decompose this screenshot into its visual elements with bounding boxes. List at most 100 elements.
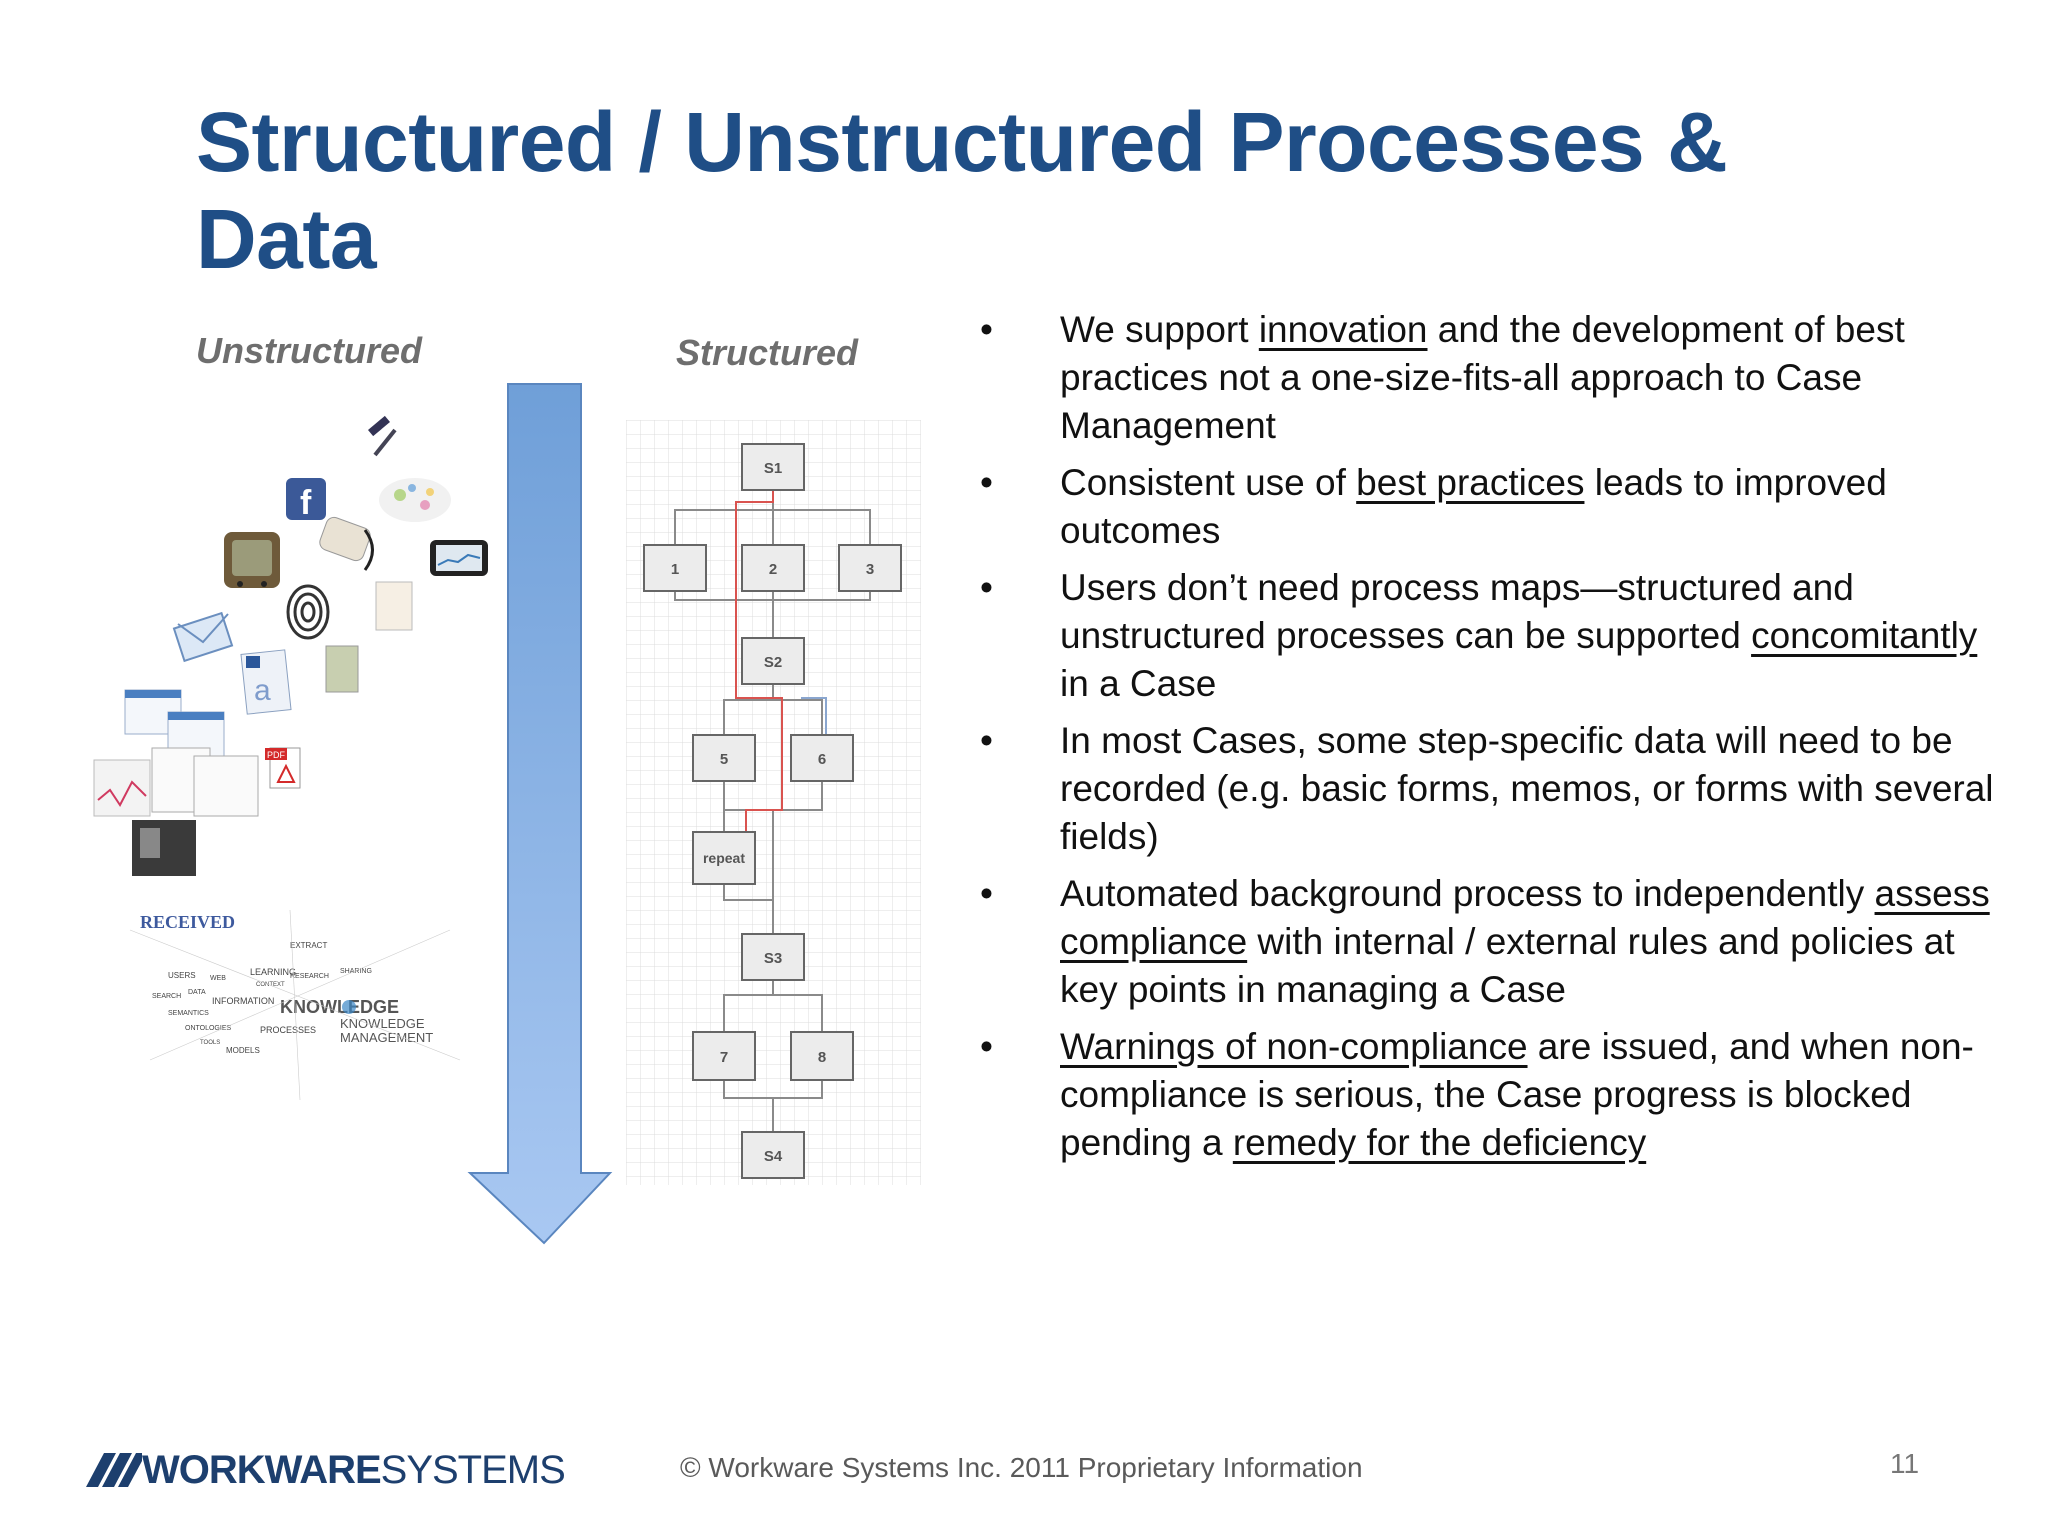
flow-node-S3: S3	[741, 933, 805, 981]
svg-text:repeat: repeat	[703, 850, 745, 866]
svg-text:f: f	[300, 484, 312, 522]
underlined-text: assess compliance	[1060, 873, 1990, 962]
bullet-text: Consistent use of	[1060, 462, 1357, 503]
bullet-marker: •	[980, 873, 993, 914]
bullet-marker: •	[980, 567, 993, 608]
bullet-marker: •	[980, 720, 993, 761]
fingerprint-icon	[286, 584, 330, 640]
svg-text:LEARNING: LEARNING	[250, 967, 296, 977]
svg-text:5: 5	[720, 751, 728, 768]
svg-text:8: 8	[818, 1049, 826, 1066]
phone-icon	[430, 540, 488, 576]
svg-text:MODELS: MODELS	[226, 1046, 260, 1055]
flow-node-8: 8	[790, 1031, 854, 1081]
bullet-item: • Consistent use of best practices leads …	[980, 459, 2010, 555]
svg-text:S4: S4	[764, 1148, 783, 1165]
chart-thumbnails	[93, 747, 259, 817]
svg-text:INFORMATION: INFORMATION	[212, 996, 274, 1006]
svg-text:ONTOLOGIES: ONTOLOGIES	[185, 1025, 231, 1032]
svg-text:KNOWLEDGE: KNOWLEDGE	[280, 997, 399, 1017]
svg-text:MANAGEMENT: MANAGEMENT	[340, 1030, 433, 1045]
svg-text:SEMANTICS: SEMANTICS	[168, 1010, 209, 1017]
svg-text:6: 6	[818, 751, 826, 768]
direction-arrow	[467, 383, 613, 1245]
unstructured-collage: f a	[93, 415, 488, 1101]
bullet-text: are issued, and when non-compliance is s…	[1060, 1026, 1974, 1163]
underlined-text: concomitantly	[1751, 615, 1978, 656]
svg-text:PROCESSES: PROCESSES	[260, 1025, 316, 1035]
svg-text:a: a	[254, 674, 271, 707]
word-cloud: KNOWLEDGE KNOWLEDGE MANAGEMENT INFORMATI…	[129, 909, 461, 1101]
tv-icon	[224, 532, 280, 588]
bullet-item: • Automated background process to indepen…	[980, 870, 2010, 1014]
flow-node-1: 1	[643, 544, 707, 592]
bullet-list: • We support innovation and the developme…	[980, 306, 2010, 1176]
svg-text:USERS: USERS	[168, 971, 196, 980]
received-stamp: RECEIVED	[140, 912, 235, 932]
bullet-item: • Warnings of non-compliance are issued, …	[980, 1023, 2010, 1167]
mindmap-thumbnail	[379, 478, 451, 522]
booklet-thumbnail	[325, 645, 359, 693]
svg-text:CONTEXT: CONTEXT	[256, 982, 285, 988]
bullet-item: • We support innovation and the developme…	[980, 306, 2010, 450]
unstructured-label: Unstructured	[196, 330, 423, 371]
flow-node-S2: S2	[741, 637, 805, 685]
bullet-text: in a Case	[1060, 663, 1217, 704]
flow-node-6: 6	[790, 734, 854, 782]
svg-text:3: 3	[866, 561, 874, 578]
flow-node-S1: S1	[741, 443, 805, 491]
underlined-text: Warnings of non-compliance	[1060, 1026, 1528, 1067]
bullet-text: Automated background process to independ…	[1060, 873, 1875, 914]
flow-node-repeat: repeat	[692, 831, 756, 885]
bullet-text: with internal / external rules and polic…	[1060, 921, 1955, 1010]
svg-text:1: 1	[671, 561, 679, 578]
envelope-icon	[172, 611, 234, 663]
bullet-text: Users don’t need process maps—structured…	[1060, 567, 1854, 656]
underlined-text: best practices	[1356, 462, 1585, 503]
screenshot-thumbnails	[124, 689, 225, 757]
svg-text:SEARCH: SEARCH	[152, 993, 181, 1000]
flow-node-7: 7	[692, 1031, 756, 1081]
bullet-marker: •	[980, 309, 993, 350]
flow-node-S4: S4	[741, 1131, 805, 1179]
svg-text:7: 7	[720, 1049, 728, 1066]
svg-text:KNOWLEDGE: KNOWLEDGE	[340, 1016, 425, 1031]
bullet-text: We support	[1060, 309, 1259, 350]
svg-text:WEB: WEB	[210, 975, 226, 982]
bullet-marker: •	[980, 1026, 993, 1067]
bullet-item: • In most Cases, some step-specific data …	[980, 717, 2010, 861]
device-icon	[319, 516, 374, 571]
flow-node-3: 3	[838, 544, 902, 592]
bullet-marker: •	[980, 462, 993, 503]
slide-title: Structured / Unstructured Processes & Da…	[196, 95, 1728, 286]
structured-label: Structured	[676, 332, 859, 373]
svg-text:RESEARCH: RESEARCH	[290, 973, 329, 980]
bullet-item: • Users don’t need process maps—structure…	[980, 564, 2010, 708]
flow-node-2: 2	[741, 544, 805, 592]
bullet-text: In most Cases, some step-specific data w…	[1060, 720, 1994, 857]
svg-text:SHARING: SHARING	[340, 968, 372, 975]
process-flowchart: S1 1 2 3 S2 5 6 repeat S3 7 8 S4	[626, 420, 921, 1185]
svg-text:S1: S1	[764, 460, 782, 477]
svg-text:S2: S2	[764, 654, 782, 671]
page-number: 11	[1890, 1448, 1920, 1479]
satellite-icon	[368, 415, 397, 457]
svg-text:PDF: PDF	[267, 750, 286, 760]
workware-logo: WORKWARESYSTEMS	[86, 1448, 566, 1493]
facebook-icon: f	[286, 478, 326, 522]
footer-copyright: © Workware Systems Inc. 2011 Proprietary…	[680, 1452, 1363, 1483]
svg-text:DATA: DATA	[188, 989, 206, 996]
logo-slash-mark	[86, 1453, 142, 1487]
pdf-icon: PDF	[265, 747, 301, 789]
bullet-text: leads to improved outcomes	[1060, 462, 1887, 551]
svg-text:S3: S3	[764, 950, 782, 967]
note-thumbnail	[375, 581, 413, 631]
underlined-text: remedy for the deficiency	[1232, 1122, 1647, 1163]
underlined-text: innovation	[1258, 309, 1428, 350]
svg-text:TOOLS: TOOLS	[200, 1040, 220, 1046]
bullet-text: and the development of best practices no…	[1060, 309, 1905, 446]
svg-text:2: 2	[769, 561, 777, 578]
flow-node-5: 5	[692, 734, 756, 782]
svg-text:EXTRACT: EXTRACT	[290, 941, 327, 950]
document-icon: a	[240, 649, 292, 715]
